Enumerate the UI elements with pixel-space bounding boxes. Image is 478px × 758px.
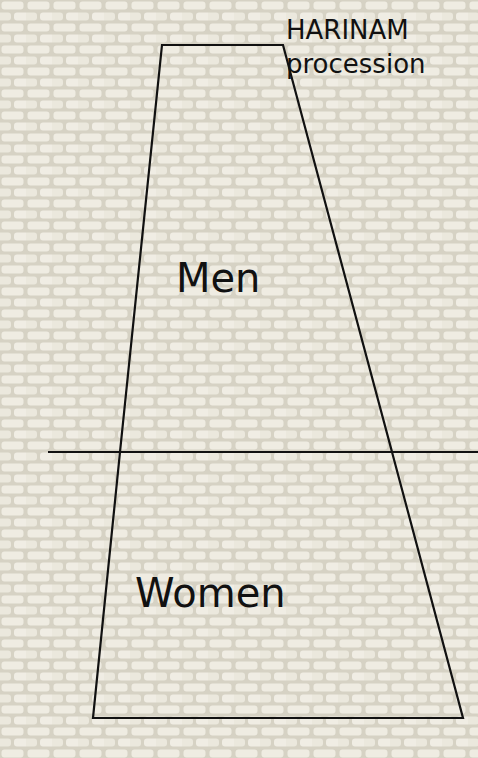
procession-band: Women [93, 452, 463, 718]
procession-band: Men [120, 45, 392, 452]
group-label: Women [135, 570, 286, 616]
trapezoid-outline [93, 452, 463, 718]
group-label: Men [176, 255, 260, 301]
trapezoid-outline [120, 45, 392, 452]
band-outline [120, 45, 392, 452]
procession-heading: HARINAM procession [286, 14, 466, 82]
